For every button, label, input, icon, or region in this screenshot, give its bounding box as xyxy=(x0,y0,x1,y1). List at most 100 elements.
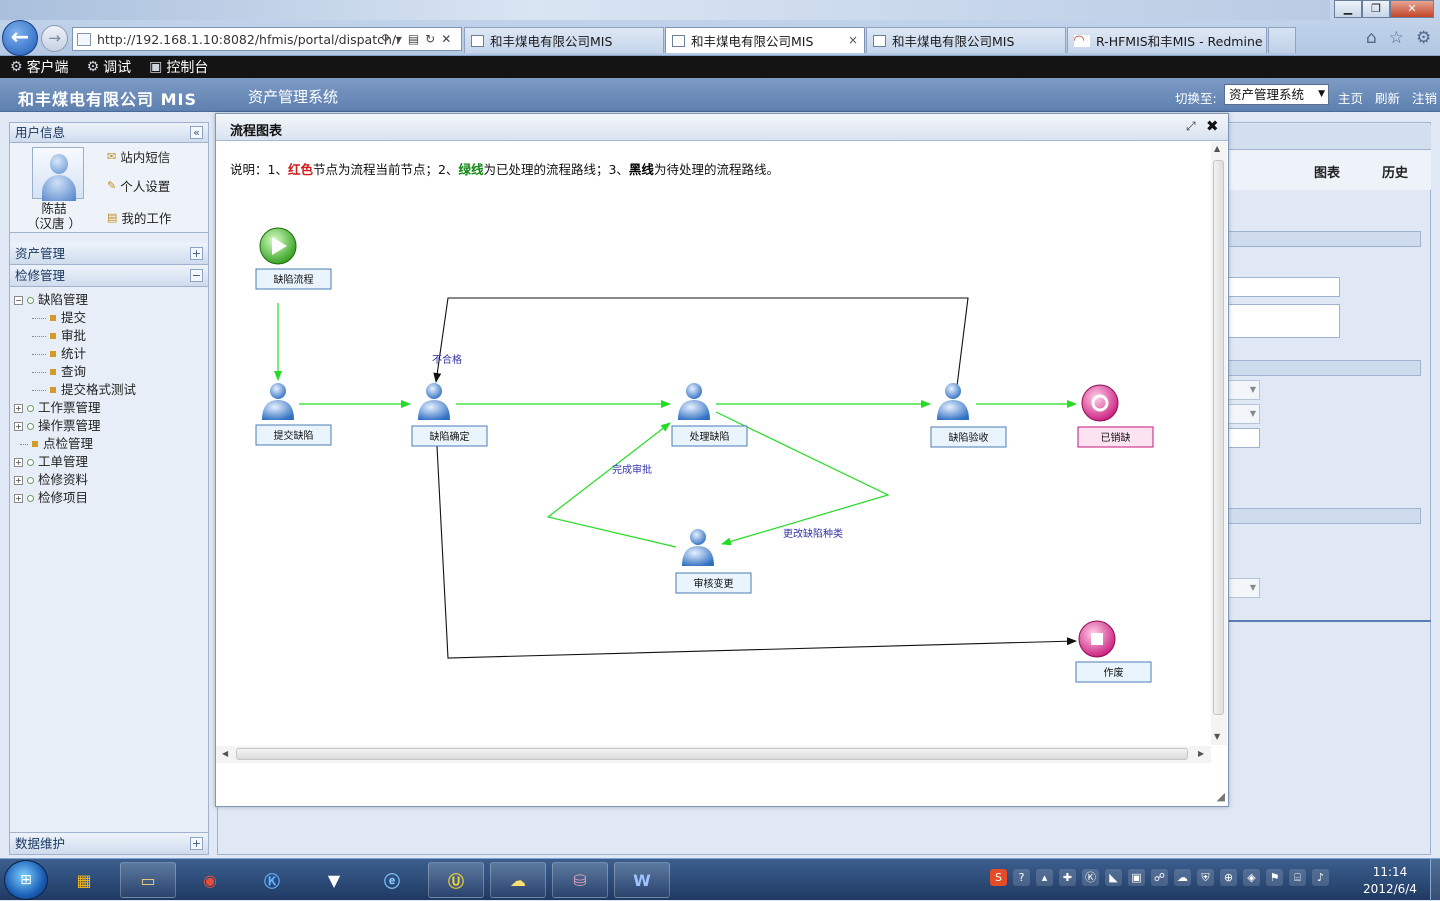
scroll-down-icon[interactable]: ▼ xyxy=(1214,732,1221,741)
tab-history[interactable]: 历史 xyxy=(1382,166,1409,181)
start-button[interactable]: ⊞ xyxy=(4,860,48,900)
taskbar-app-file-manager[interactable]: ▭ xyxy=(120,862,176,898)
close-icon[interactable]: ✖ xyxy=(1206,117,1219,135)
security-icon[interactable]: ◈ xyxy=(1243,869,1260,886)
logout-link[interactable]: 注销 xyxy=(1412,91,1438,106)
form-input[interactable] xyxy=(1228,428,1260,448)
maximize-icon[interactable]: ⤢ xyxy=(1186,119,1196,133)
collapse-icon[interactable]: « xyxy=(190,126,203,139)
expand-icon[interactable]: + xyxy=(190,837,203,850)
tray-expand-icon[interactable]: ▴ xyxy=(1036,869,1053,886)
collapse-section-icon[interactable]: − xyxy=(190,269,203,282)
my-work-link[interactable]: ▤我的工作 xyxy=(107,208,171,227)
weather-icon[interactable]: ☁ xyxy=(1174,869,1191,886)
network-icon[interactable]: ⌸ xyxy=(1289,869,1306,886)
tree-item-maint-docs[interactable]: +检修资料 xyxy=(14,471,208,489)
taskbar-app-word[interactable]: W xyxy=(614,862,670,898)
scroll-thumb[interactable] xyxy=(1213,160,1224,715)
tree-expand-icon[interactable]: + xyxy=(14,403,23,413)
tree-expand-icon[interactable]: + xyxy=(14,493,23,503)
clock[interactable]: 11:14 2012/6/4 xyxy=(1352,864,1428,898)
tree-item-maint-items[interactable]: +检修项目 xyxy=(14,489,208,507)
refresh-link[interactable]: 刷新 xyxy=(1375,91,1401,106)
shield-icon[interactable]: ⛨ xyxy=(1197,869,1214,886)
node-handle[interactable]: 处理缺陷 xyxy=(671,383,748,447)
tree-expand-icon[interactable]: + xyxy=(14,475,23,485)
node-void[interactable]: 作废 xyxy=(1075,620,1152,683)
vertical-scrollbar[interactable]: ▲ ▼ xyxy=(1211,142,1227,745)
node-closed[interactable]: 已销缺 xyxy=(1077,384,1154,448)
section-asset-management[interactable]: 资产管理 + xyxy=(10,243,208,265)
browser-tab-active[interactable]: 和丰煤电有限公司MIS × xyxy=(665,27,865,53)
k-tray-icon[interactable]: Ⓚ xyxy=(1082,869,1099,886)
monitor-tray-icon[interactable]: ▣ xyxy=(1128,869,1145,886)
tree-item-format-test[interactable]: 提交格式测试 xyxy=(14,381,208,399)
tree-item-query[interactable]: 查询 xyxy=(14,363,208,381)
tree-item-op-ticket[interactable]: +操作票管理 xyxy=(14,417,208,435)
antivirus-icon[interactable]: ✚ xyxy=(1059,869,1076,886)
tree-expand-icon[interactable]: + xyxy=(14,421,23,431)
settings-link[interactable]: ✎个人设置 xyxy=(107,176,170,195)
messages-link[interactable]: ✉站内短信 xyxy=(107,147,170,166)
horizontal-scrollbar[interactable]: ◀ ▶ xyxy=(216,746,1211,763)
back-button[interactable]: ← xyxy=(2,20,38,56)
close-tab-icon[interactable]: × xyxy=(847,33,858,47)
section-maintenance[interactable]: 检修管理 − xyxy=(10,265,208,287)
tree-expand-icon[interactable]: + xyxy=(14,457,23,467)
new-tab-button[interactable] xyxy=(1268,27,1296,53)
search-icon[interactable]: ⚲ xyxy=(381,32,390,46)
home-link[interactable]: 主页 xyxy=(1338,91,1364,106)
show-desktop-button[interactable] xyxy=(1430,859,1440,901)
form-input[interactable] xyxy=(1228,277,1340,297)
form-textarea[interactable] xyxy=(1228,304,1340,338)
taskbar-app-chrome[interactable]: ◉ xyxy=(182,862,238,898)
tree-collapse-icon[interactable]: − xyxy=(14,295,23,305)
node-confirm[interactable]: 缺陷确定 xyxy=(411,383,488,447)
taskbar-app-chat[interactable]: ☁ xyxy=(490,862,546,898)
favorites-star-icon[interactable]: ☆ xyxy=(1388,28,1405,48)
nvidia-icon[interactable]: ◣ xyxy=(1105,869,1122,886)
taskbar-app-ue[interactable]: Ⓤ xyxy=(428,862,484,898)
node-review[interactable]: 审核变更 xyxy=(675,529,752,594)
maximize-button[interactable]: ❐ xyxy=(1362,0,1390,18)
compat-view-icon[interactable]: ▤ xyxy=(407,32,420,46)
resize-grip-icon[interactable]: ◢ xyxy=(1216,790,1225,803)
refresh-icon[interactable]: ↻ xyxy=(425,32,436,46)
minimize-button[interactable]: ▁ xyxy=(1334,0,1362,18)
volume-icon[interactable]: ♪ xyxy=(1312,869,1329,886)
dropdown-icon[interactable]: ▾ xyxy=(395,32,402,46)
stop-icon[interactable]: ✕ xyxy=(441,32,452,46)
tab-chart[interactable]: 图表 xyxy=(1314,166,1341,181)
client-button[interactable]: ⚙客户端 xyxy=(10,57,69,77)
taskbar-app-ie[interactable]: ⓔ xyxy=(364,862,420,898)
address-bar[interactable]: http://192.168.1.10:8082/hfmis/portal/di… xyxy=(72,27,462,51)
taskbar-app-fox[interactable]: ▼ xyxy=(306,862,362,898)
scroll-left-icon[interactable]: ◀ xyxy=(222,749,229,758)
ime-icon[interactable]: S xyxy=(990,869,1007,886)
form-select[interactable]: ▼ xyxy=(1228,380,1260,400)
settings-gear-icon[interactable]: ⚙ xyxy=(1416,28,1432,48)
browser-tab[interactable]: 和丰煤电有限公司MIS xyxy=(464,27,664,53)
home-icon[interactable]: ⌂ xyxy=(1366,28,1377,48)
url-text[interactable]: http://192.168.1.10:8082/hfmis/portal/di… xyxy=(97,31,402,47)
network-app-icon[interactable]: ☍ xyxy=(1151,869,1168,886)
forward-button[interactable]: → xyxy=(41,25,68,52)
console-button[interactable]: ▣控制台 xyxy=(149,57,208,77)
plus-tray-icon[interactable]: ⊕ xyxy=(1220,869,1237,886)
form-select[interactable]: ▼ xyxy=(1228,404,1260,424)
node-submit[interactable]: 提交缺陷 xyxy=(255,383,332,446)
expand-icon[interactable]: + xyxy=(190,247,203,260)
tree-item-submit[interactable]: 提交 xyxy=(14,309,208,327)
browser-tab[interactable]: ◠ R-HFMIS和丰MIS - Redmine xyxy=(1067,27,1267,53)
taskbar-app-k[interactable]: Ⓚ xyxy=(244,862,300,898)
tree-item-inspection[interactable]: 点检管理 xyxy=(14,435,208,453)
tree-item-stats[interactable]: 统计 xyxy=(14,345,208,363)
taskbar-app-db[interactable]: ⛁ xyxy=(552,862,608,898)
scroll-right-icon[interactable]: ▶ xyxy=(1198,749,1205,758)
tree-item-defect[interactable]: −缺陷管理 xyxy=(14,291,208,309)
help-icon[interactable]: ? xyxy=(1013,869,1030,886)
tree-item-approve[interactable]: 审批 xyxy=(14,327,208,345)
close-window-button[interactable]: ✕ xyxy=(1390,0,1434,18)
scroll-up-icon[interactable]: ▲ xyxy=(1214,144,1221,153)
flag-icon[interactable]: ⚑ xyxy=(1266,869,1283,886)
